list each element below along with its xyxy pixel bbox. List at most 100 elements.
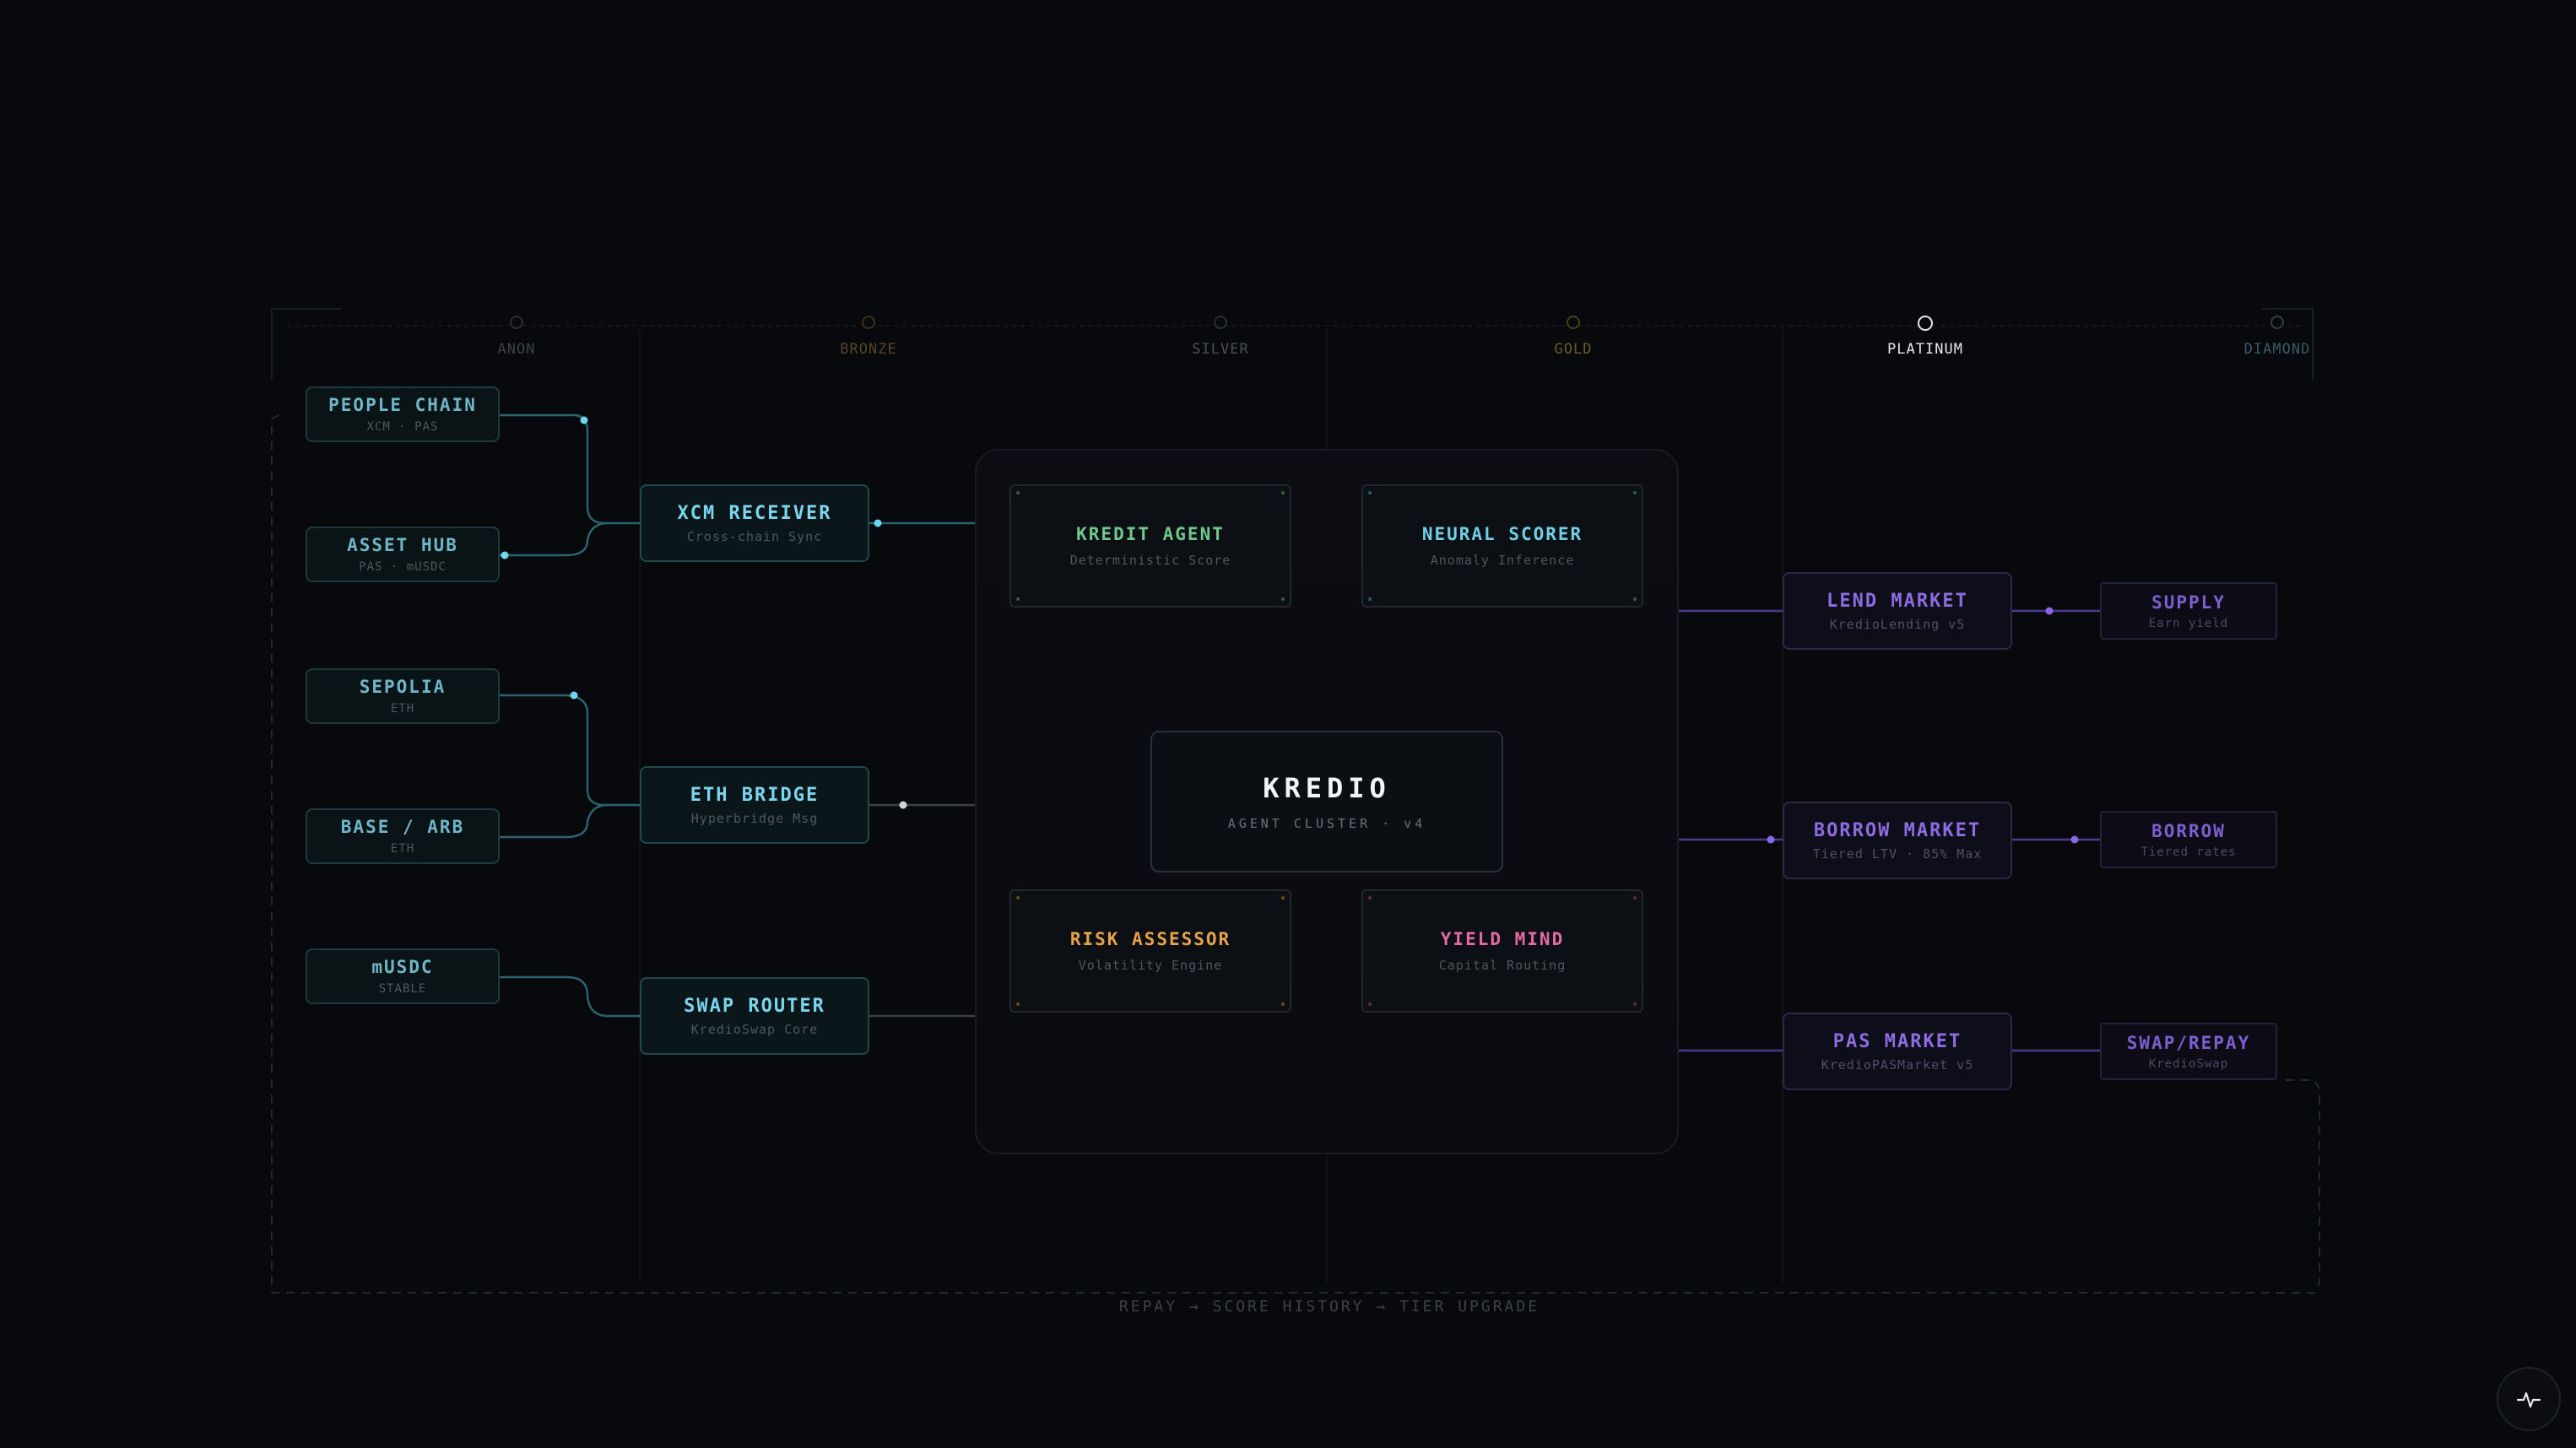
output-title: SUPPLY (2151, 592, 2226, 613)
tier-bronze: BRONZE (776, 316, 961, 358)
agent-subtitle: Anomaly Inference (1430, 553, 1575, 568)
output-title: BORROW (2151, 820, 2226, 841)
agent-subtitle: Capital Routing (1438, 958, 1567, 973)
wire-node (570, 691, 578, 700)
agent-title: KREDIT AGENT (1076, 524, 1225, 544)
wire-people-chain (500, 413, 640, 525)
output-supply[interactable]: SUPPLY Earn yield (2100, 582, 2277, 640)
corner-dot (1016, 1002, 1020, 1006)
market-pas[interactable]: PAS MARKET KredioPASMarket v5 (1783, 1013, 2012, 1090)
agent-kredit-agent[interactable]: KREDIT AGENT Deterministic Score (1009, 484, 1291, 608)
node-title: mUSDC (371, 957, 434, 977)
agent-subtitle: Deterministic Score (1069, 553, 1231, 568)
tier-marker (862, 316, 875, 329)
wire-node (1767, 835, 1775, 844)
agent-title: RISK ASSESSOR (1069, 929, 1231, 949)
corner-dot (1281, 1002, 1285, 1006)
wire-node (2070, 835, 2079, 844)
tier-marker-active (1918, 316, 1933, 331)
corner-dot (1281, 491, 1285, 494)
node-subtitle: Hyperbridge Msg (690, 810, 819, 826)
wire-node (2045, 607, 2054, 615)
node-subtitle: PAS · mUSDC (359, 560, 446, 574)
wire-base-arb (500, 803, 609, 839)
market-title: PAS MARKET (1832, 1030, 1962, 1052)
corner-dot (1016, 491, 1020, 494)
relay-node-eth-bridge[interactable]: ETH BRIDGE Hyperbridge Msg (640, 766, 869, 844)
relay-node-swap-router[interactable]: SWAP ROUTER KredioSwap Core (640, 977, 869, 1055)
market-subtitle: KredioPASMarket v5 (1821, 1056, 1974, 1072)
corner-dot (1368, 597, 1372, 601)
tier-anon: ANON (424, 316, 609, 358)
market-subtitle: KredioLending v5 (1829, 616, 1966, 632)
source-node-asset-hub[interactable]: ASSET HUB PAS · mUSDC (306, 527, 500, 582)
corner-dot (1016, 896, 1020, 900)
agent-title: NEURAL SCORER (1421, 524, 1583, 544)
output-subtitle: Earn yield (2148, 616, 2229, 630)
node-subtitle: XCM · PAS (366, 420, 439, 434)
tier-gold: GOLD (1480, 316, 1666, 358)
market-subtitle: Tiered LTV · 85% Max (1812, 846, 1983, 862)
corner-dot (1633, 896, 1637, 900)
corner-dot (1281, 597, 1285, 601)
tier-label: PLATINUM (1887, 341, 1963, 358)
corner-dot (1368, 491, 1372, 494)
corner-dot (1368, 1002, 1372, 1006)
node-title: BASE / ARB (340, 817, 465, 837)
source-node-people-chain[interactable]: PEOPLE CHAIN XCM · PAS (306, 386, 500, 442)
source-node-base-arb[interactable]: BASE / ARB ETH (306, 808, 500, 864)
output-swap-repay[interactable]: SWAP/REPAY KredioSwap (2100, 1023, 2277, 1080)
wire-node (899, 801, 907, 809)
output-borrow[interactable]: BORROW Tiered rates (2100, 811, 2277, 868)
output-title: SWAP/REPAY (2126, 1032, 2251, 1053)
agent-yield-mind[interactable]: YIELD MIND Capital Routing (1361, 889, 1643, 1013)
node-subtitle: Cross-chain Sync (686, 528, 823, 544)
tier-silver: SILVER (1128, 316, 1313, 358)
core-subtitle: AGENT CLUSTER · v4 (1227, 816, 1426, 831)
corner-dot (1281, 896, 1285, 900)
wire-node (874, 519, 882, 527)
agent-subtitle: Volatility Engine (1078, 958, 1223, 973)
market-lend[interactable]: LEND MARKET KredioLending v5 (1783, 572, 2012, 650)
node-title: XCM RECEIVER (677, 502, 832, 524)
agent-neural-scorer[interactable]: NEURAL SCORER Anomaly Inference (1361, 484, 1643, 608)
corner-dot (1368, 896, 1372, 900)
source-node-musdc[interactable]: mUSDC STABLE (306, 948, 500, 1004)
status-button[interactable] (2497, 1367, 2561, 1431)
tier-platinum: PLATINUM (1832, 316, 2018, 358)
feedback-loop-caption: REPAY → SCORE HISTORY → TIER UPGRADE (1118, 1298, 1540, 1316)
corner-dot (1633, 597, 1637, 601)
node-title: PEOPLE CHAIN (328, 395, 477, 415)
agent-title: YIELD MIND (1440, 929, 1565, 949)
node-subtitle: ETH (390, 702, 415, 716)
agent-risk-assessor[interactable]: RISK ASSESSOR Volatility Engine (1009, 889, 1291, 1013)
relay-node-xcm-receiver[interactable]: XCM RECEIVER Cross-chain Sync (640, 484, 869, 562)
tier-label: DIAMOND (2243, 341, 2311, 358)
node-title: ETH BRIDGE (690, 784, 820, 806)
corner-dot (1016, 597, 1020, 601)
feedback-loop-frame (271, 414, 2320, 1294)
wire-sepolia (500, 694, 640, 807)
node-title: ASSET HUB (347, 535, 458, 555)
tier-label: SILVER (1192, 341, 1249, 358)
tier-label: GOLD (1554, 341, 1593, 358)
node-title: SEPOLIA (359, 677, 446, 697)
node-subtitle: STABLE (378, 982, 427, 996)
output-subtitle: Tiered rates (2140, 845, 2237, 859)
tier-marker (510, 316, 523, 329)
corner-dot (1633, 491, 1637, 494)
tier-marker (1214, 316, 1227, 329)
source-node-sepolia[interactable]: SEPOLIA ETH (306, 668, 500, 724)
tier-marker (1567, 316, 1580, 329)
market-borrow[interactable]: BORROW MARKET Tiered LTV · 85% Max (1783, 802, 2012, 879)
node-subtitle: ETH (390, 842, 415, 856)
wire-node (580, 416, 588, 424)
node-subtitle: KredioSwap Core (690, 1021, 819, 1037)
tier-label: ANON (497, 341, 536, 358)
node-title: SWAP ROUTER (684, 995, 825, 1017)
output-subtitle: KredioSwap (2148, 1056, 2229, 1071)
kredio-core[interactable]: KREDIO AGENT CLUSTER · v4 (1150, 731, 1503, 873)
market-title: LEND MARKET (1826, 590, 1968, 612)
pulse-icon (2516, 1391, 2541, 1408)
corner-dot (1633, 1002, 1637, 1006)
